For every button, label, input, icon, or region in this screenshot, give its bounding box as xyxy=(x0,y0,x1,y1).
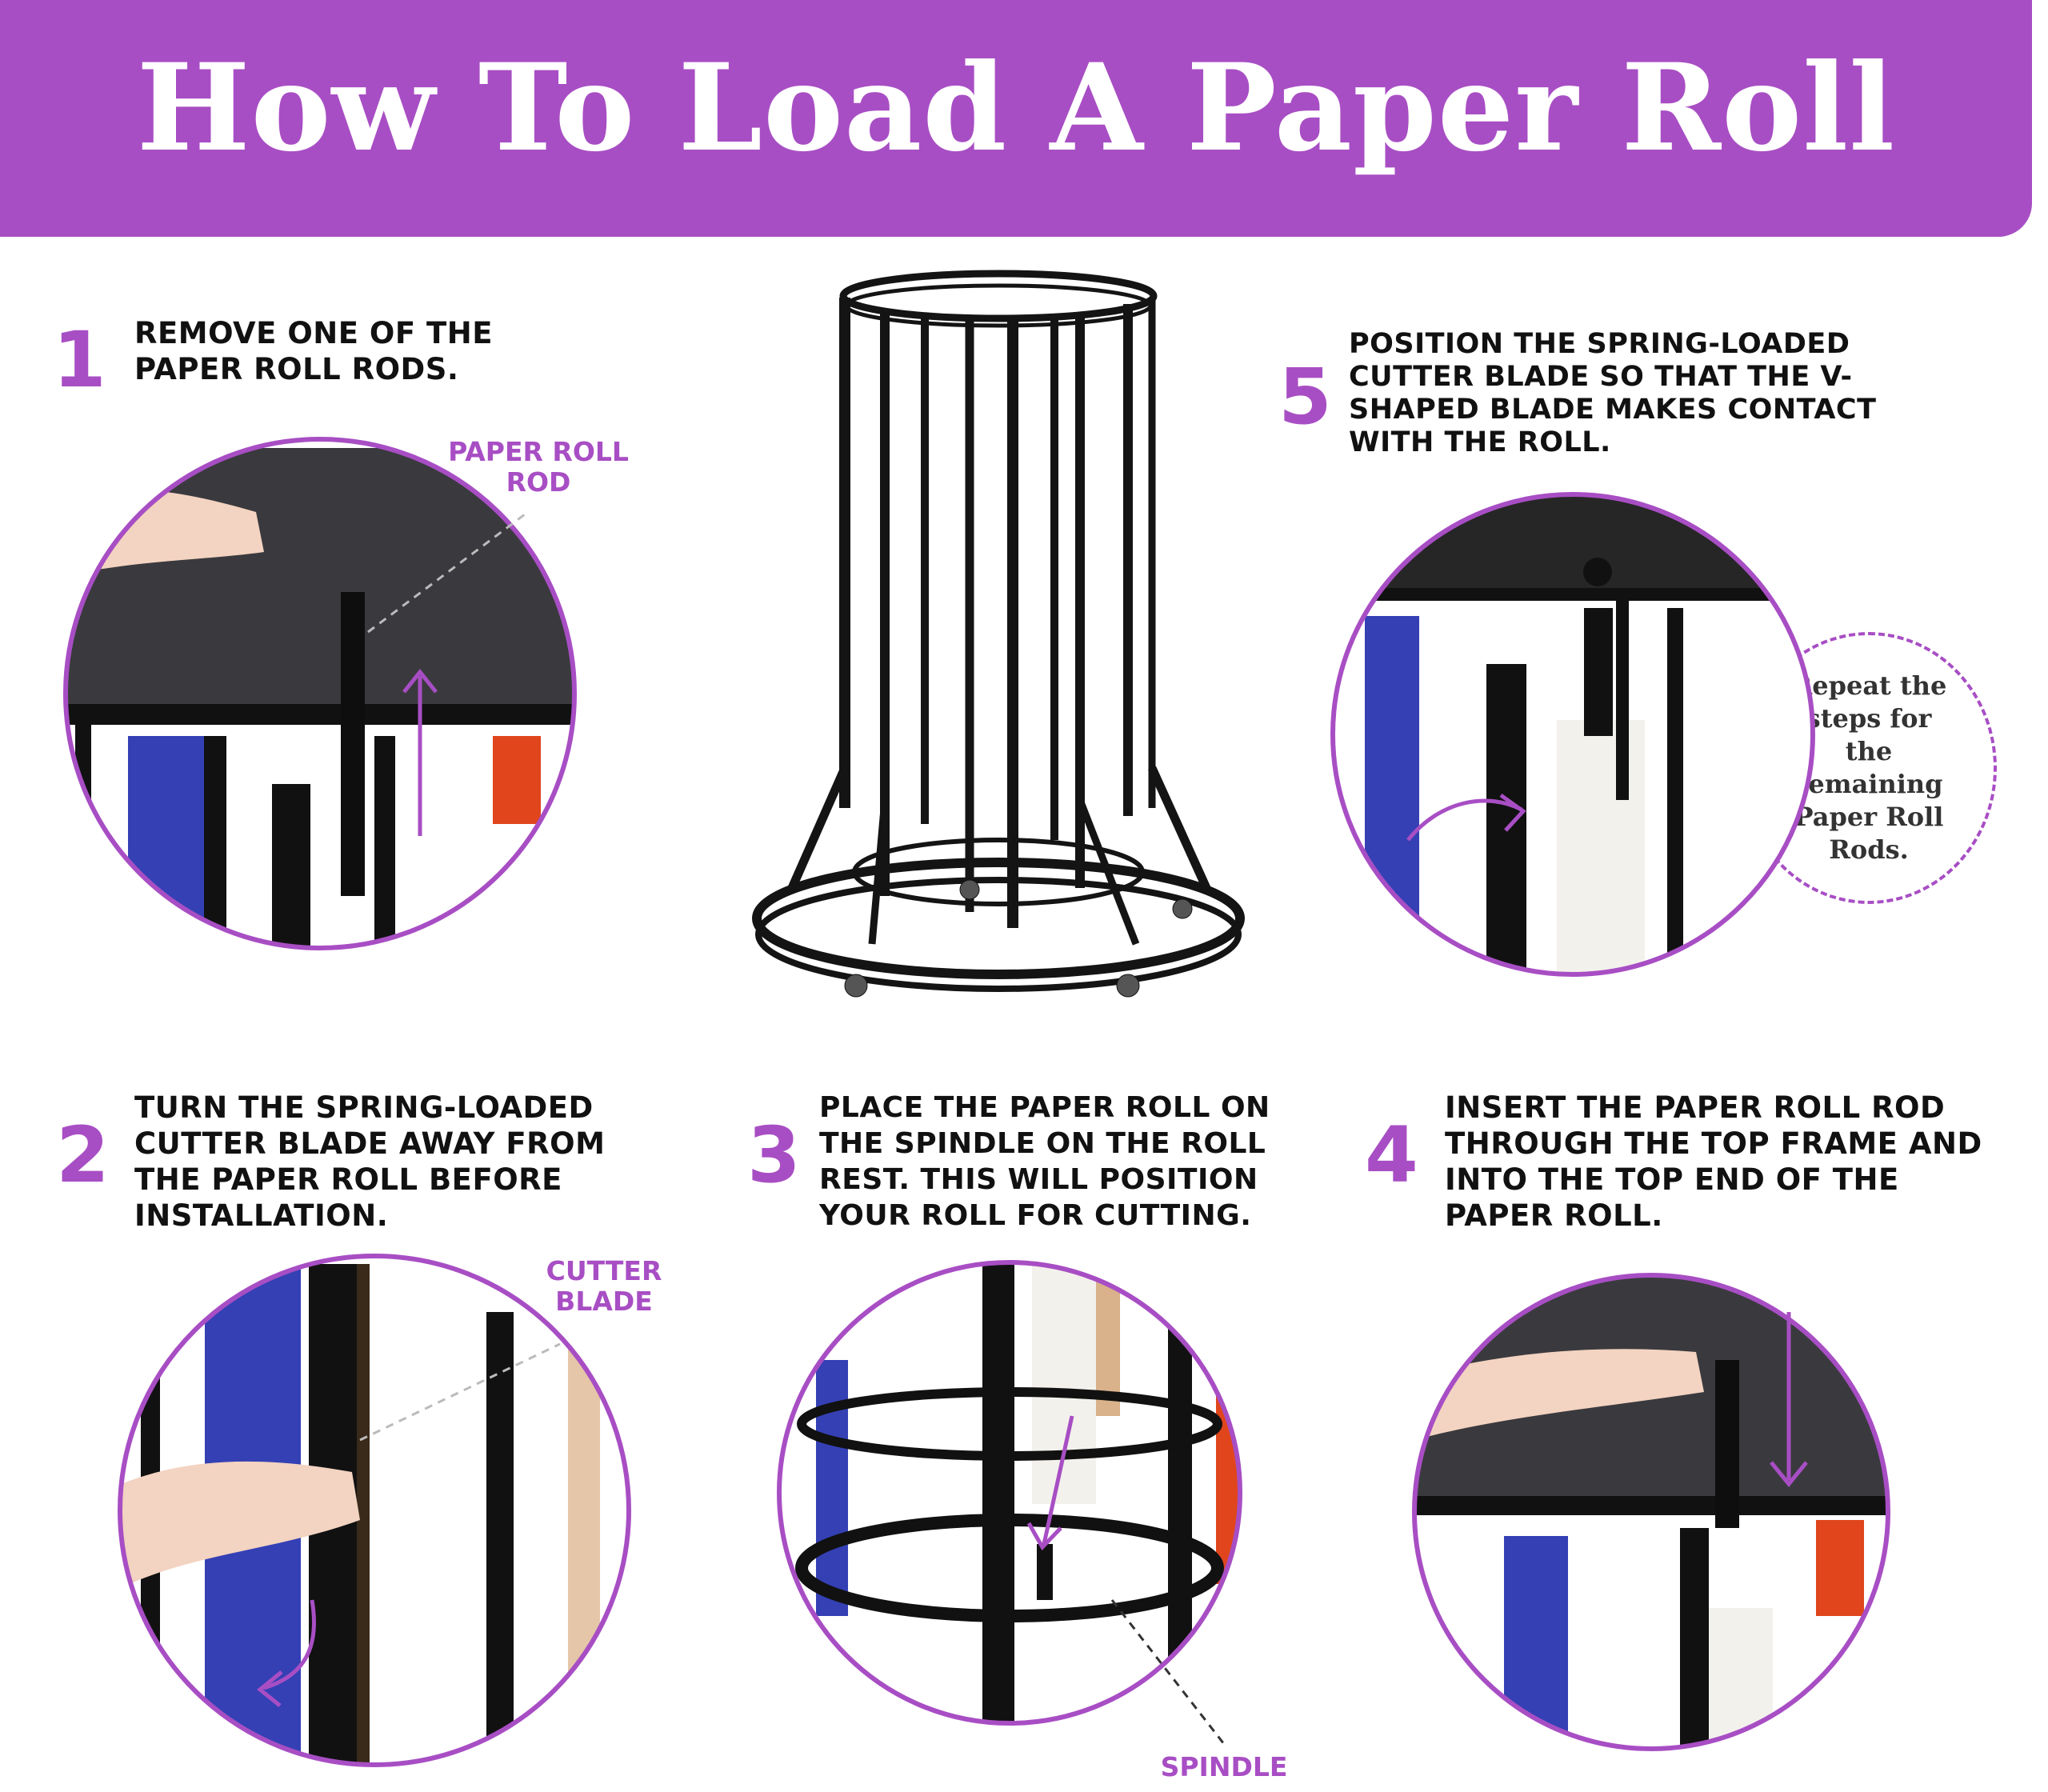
page-title: How To Load A Paper Roll xyxy=(136,38,1896,178)
repeat-note-text: Repeat the steps for the remaining Paper… xyxy=(1790,670,1947,865)
step-2-number: 2 xyxy=(56,1110,110,1200)
step-1-image xyxy=(63,437,577,950)
repeat-note-bubble: Repeat the steps for the remaining Paper… xyxy=(1741,632,1997,904)
cutter-blade-label: CUTTER BLADE xyxy=(546,1255,662,1317)
step-1-text: REMOVE ONE OF THE PAPER ROLL RODS. xyxy=(134,316,494,386)
step-5-image xyxy=(1330,492,1815,977)
paper-roll-cart-image xyxy=(752,270,1245,998)
spindle-label: SPINDLE xyxy=(1160,1751,1288,1782)
step-3-number: 3 xyxy=(747,1110,801,1200)
step-4-image xyxy=(1412,1273,1890,1751)
step-5-number: 5 xyxy=(1278,352,1332,442)
step-2-text: TURN THE SPRING-LOADED CUTTER BLADE AWAY… xyxy=(134,1090,606,1233)
step-1-number: 1 xyxy=(53,315,106,405)
step-3-text: PLACE THE PAPER ROLL ON THE SPINDLE ON T… xyxy=(819,1091,1270,1232)
paper-roll-rod-label: PAPER ROLL ROD xyxy=(448,436,629,498)
step-4-text: INSERT THE PAPER ROLL ROD THROUGH THE TO… xyxy=(1445,1090,1982,1233)
title-banner: How To Load A Paper Roll xyxy=(0,0,2032,237)
step-5-text: POSITION THE SPRING-LOADED CUTTER BLADE … xyxy=(1349,328,1877,458)
step-4-number: 4 xyxy=(1365,1110,1418,1200)
step-2-image xyxy=(118,1254,631,1767)
step-3-image xyxy=(777,1260,1242,1745)
